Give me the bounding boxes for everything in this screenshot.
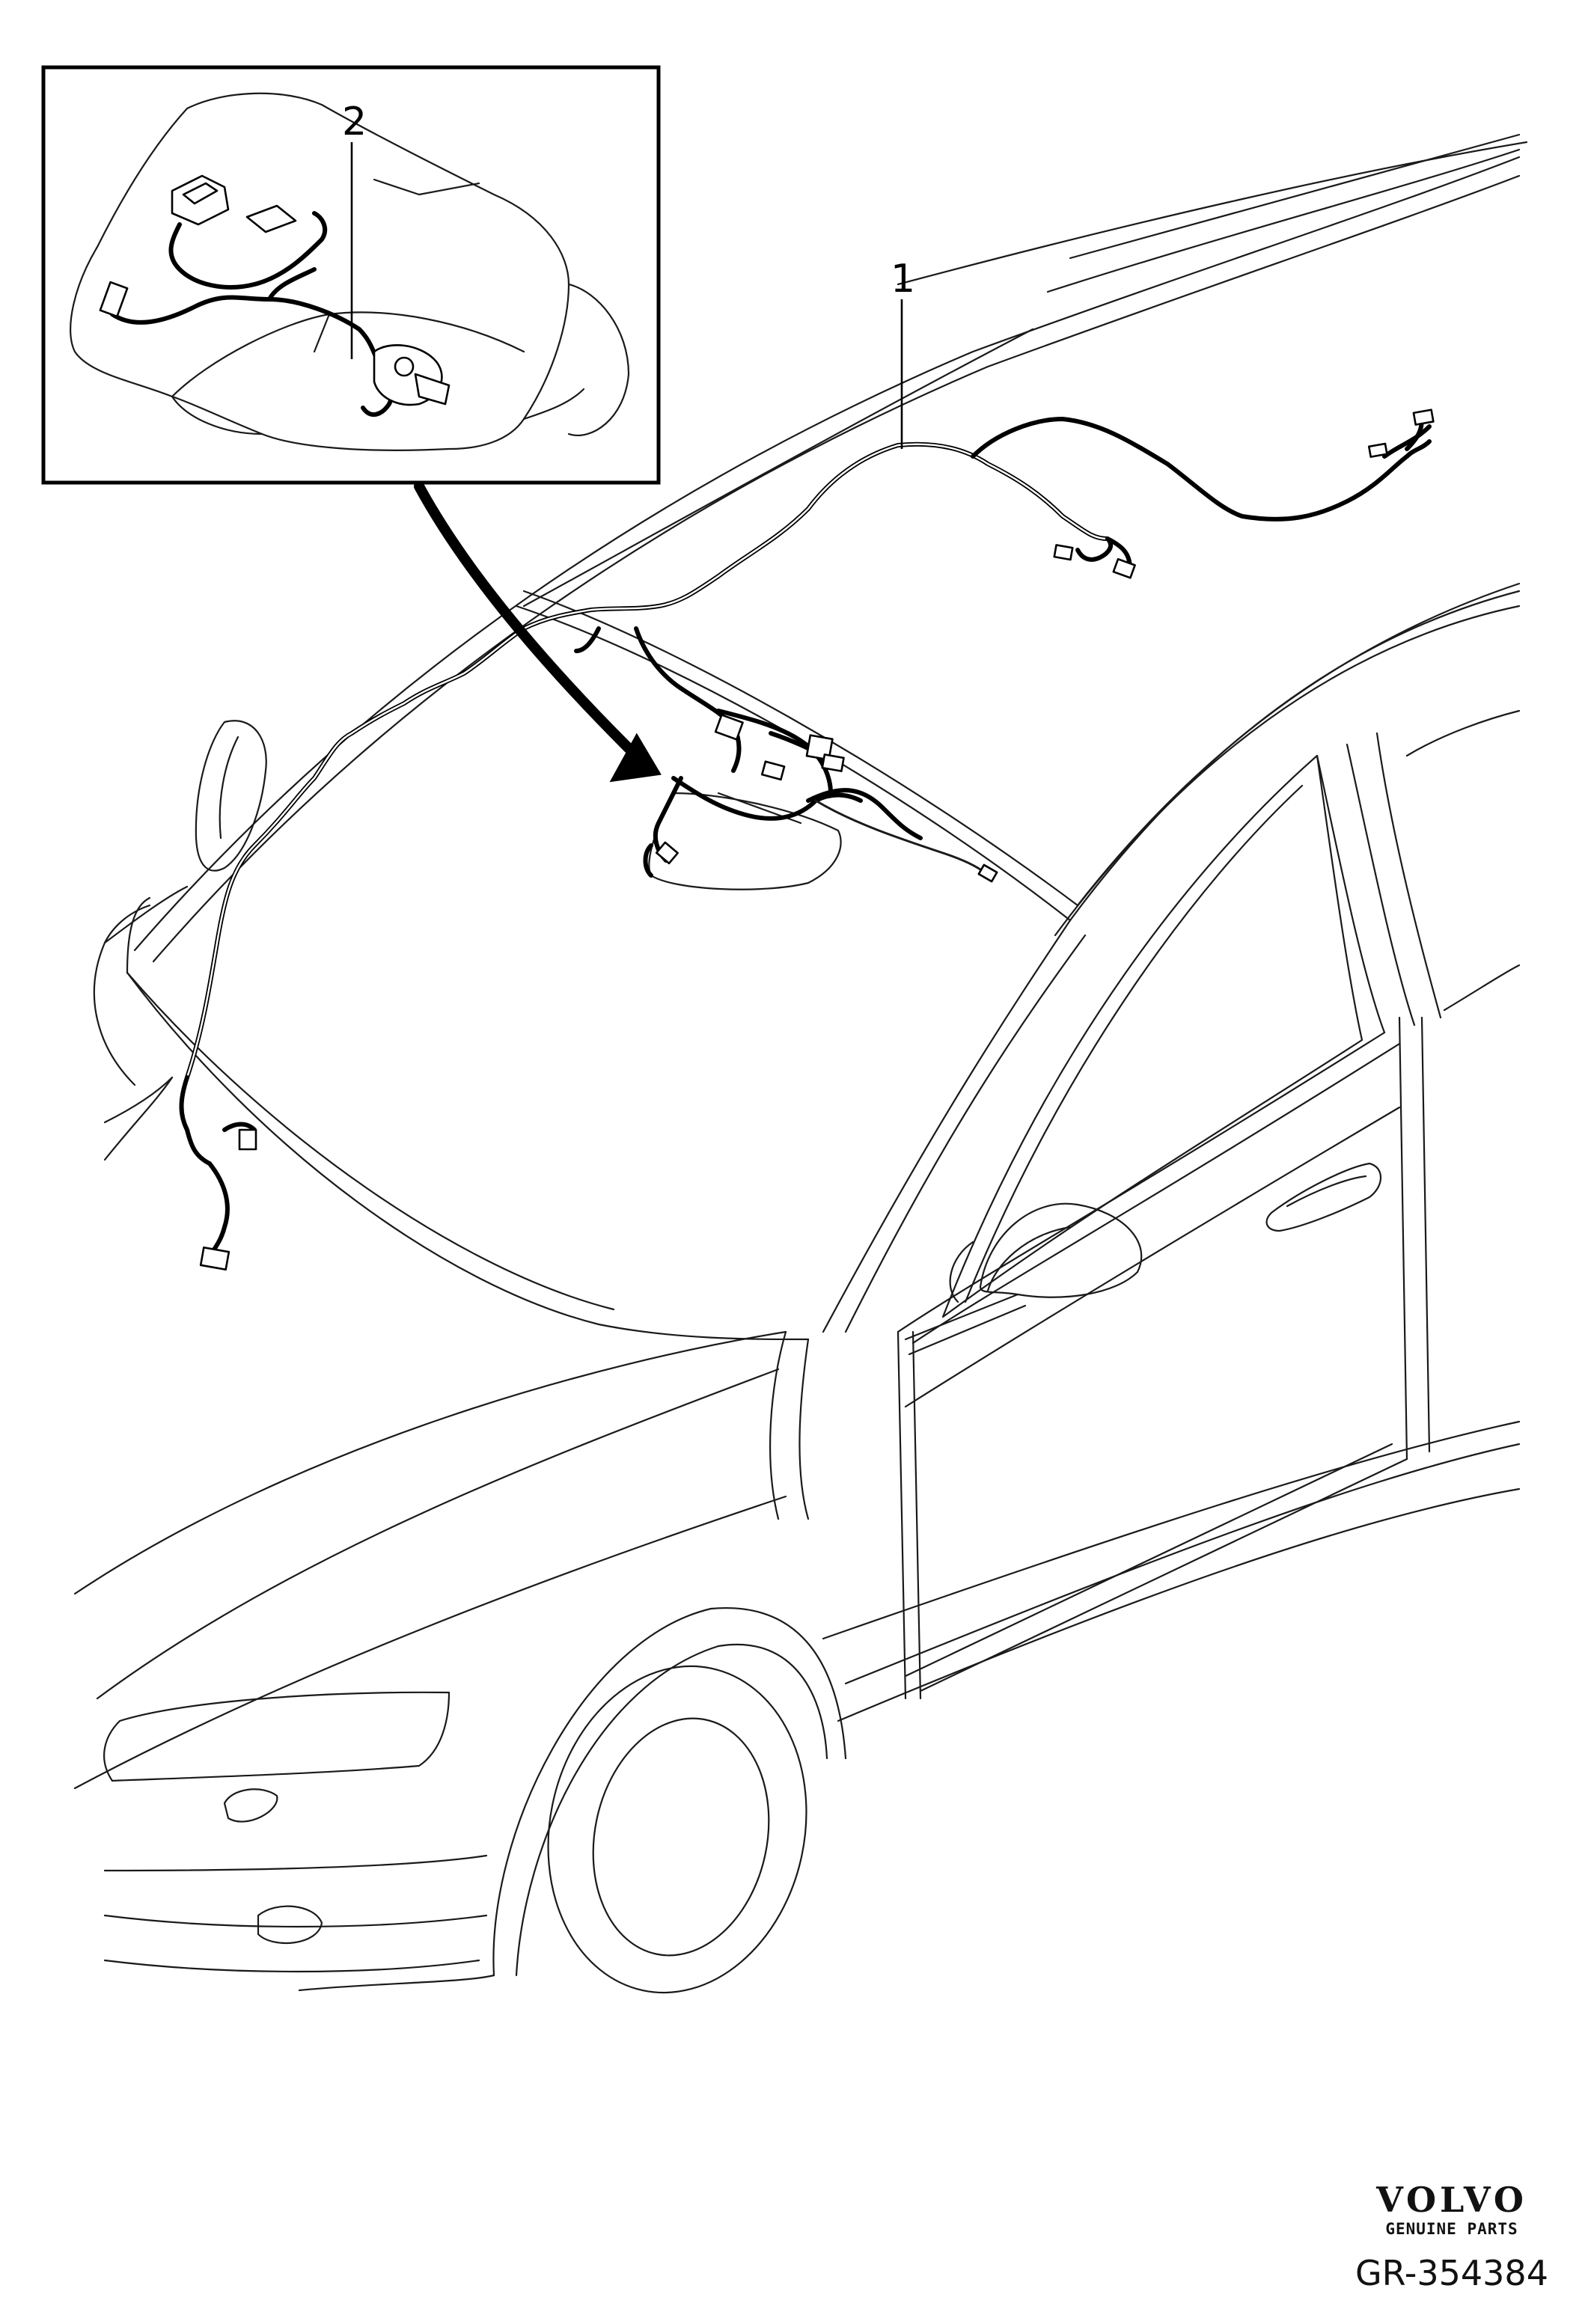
car-body-drawing [73, 133, 1528, 1994]
connector-rear-left-b [1112, 557, 1136, 579]
brand-logo: VOLVO [1376, 2180, 1527, 2220]
reference-code: GR-354384 [1355, 2253, 1548, 2293]
inset-connector-small [245, 204, 297, 233]
inset-connector-left [99, 281, 129, 318]
hood-front-edge [73, 1330, 787, 1595]
connector-cluster-b [760, 760, 786, 781]
fog-light [257, 1905, 323, 1945]
b-pillar [1316, 754, 1386, 1034]
callout-2: 2 [342, 100, 367, 144]
roof-wiring-harness [179, 417, 1432, 1259]
connector-cluster-d [821, 753, 845, 772]
volvo-brand: VOLVO GENUINE PARTS [1325, 2180, 1579, 2239]
front-door-outline [897, 1330, 907, 1700]
interior-mirror [648, 792, 842, 890]
left-mirror [195, 720, 267, 872]
headlight [103, 1691, 451, 1782]
harness-connectors [199, 409, 1435, 1271]
connector-front-end [977, 863, 998, 883]
roof-edge-inner [152, 174, 1521, 963]
a-pillar-right [1069, 590, 1521, 922]
brand-subtitle: GENUINE PARTS [1385, 2220, 1518, 2238]
connector-cluster-c [805, 734, 834, 761]
front-door-window [941, 754, 1364, 1318]
pointer-arrow [414, 481, 662, 783]
door-handle [1265, 1162, 1381, 1232]
windshield-bottom [126, 971, 810, 1341]
connector-left-a [238, 1128, 257, 1151]
front-wheel-arch [492, 1606, 847, 1977]
connector-rear-right-a [1367, 442, 1388, 458]
connector-mirror [655, 841, 679, 865]
connector-cluster-a [714, 714, 744, 741]
inset-connector-large [171, 174, 230, 226]
inset-detail: 2 [41, 65, 661, 485]
inset-sensor [373, 343, 451, 406]
callout-1: 1 [891, 257, 915, 302]
connector-left-b [199, 1246, 230, 1271]
connector-rear-right-b [1412, 409, 1435, 426]
front-tyre [547, 1665, 807, 1994]
connector-rear-left-a [1053, 544, 1074, 561]
